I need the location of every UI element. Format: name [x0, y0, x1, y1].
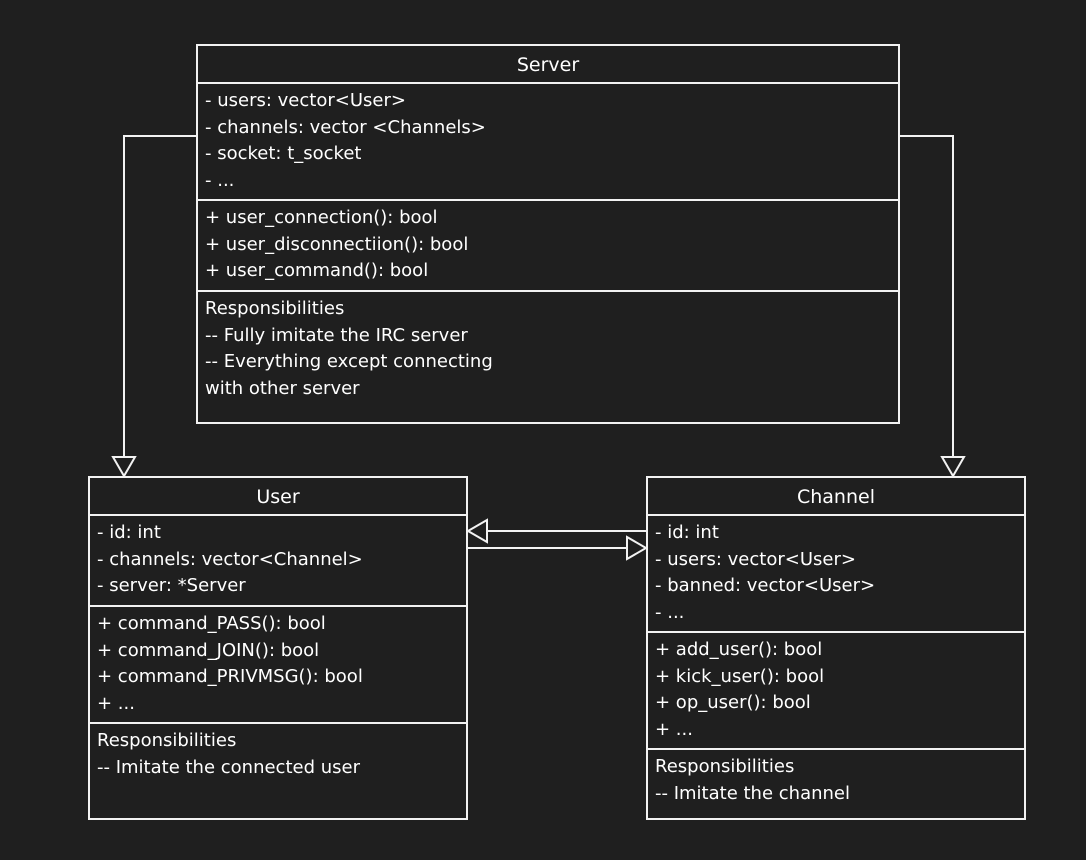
channel-responsibility: -- Imitate the channel	[655, 782, 850, 804]
server-to-user-edge[interactable]	[123, 135, 197, 458]
server-responsibilities: Responsibilities -- Fully imitate the IR…	[198, 292, 898, 408]
user-class-name: User	[90, 478, 466, 516]
server-attributes: - users: vector<User> - channels: vector…	[198, 84, 898, 201]
server-methods: + user_connection(): bool + user_disconn…	[198, 201, 898, 292]
user-class[interactable]: User - id: int - channels: vector<Channe…	[88, 476, 468, 820]
channel-class[interactable]: Channel - id: int - users: vector<User> …	[646, 476, 1026, 820]
channel-method: + ...	[655, 718, 693, 740]
channel-attribute: - users: vector<User>	[655, 548, 856, 570]
channel-method: + kick_user(): bool	[655, 665, 825, 687]
server-attribute: - channels: vector <Channels>	[205, 116, 486, 138]
server-method: + user_command(): bool	[205, 260, 429, 281]
user-attributes: - id: int - channels: vector<Channel> - …	[90, 516, 466, 607]
server-responsibility: -- Everything except connecting	[205, 351, 493, 372]
user-method: + command_PASS(): bool	[97, 613, 326, 634]
channel-class-name: Channel	[648, 478, 1024, 516]
server-responsibility: -- Fully imitate the IRC server	[205, 324, 468, 346]
user-method: + command_JOIN(): bool	[97, 639, 320, 661]
user-attribute: - server: *Server	[97, 575, 246, 596]
server-responsibility: with other server	[205, 377, 360, 399]
channel-attribute: - ...	[655, 601, 685, 623]
channel-attribute: - id: int	[655, 522, 719, 543]
channel-methods: + add_user(): bool + kick_user(): bool +…	[648, 633, 1024, 750]
user-method: + ...	[97, 692, 135, 714]
channel-method: + op_user(): bool	[655, 692, 811, 713]
user-responsibility: -- Imitate the connected user	[97, 756, 360, 778]
user-attribute: - channels: vector<Channel>	[97, 548, 363, 570]
server-class-name: Server	[198, 46, 898, 84]
user-method: + command_PRIVMSG(): bool	[97, 666, 363, 687]
user-methods: + command_PASS(): bool + command_JOIN():…	[90, 607, 466, 724]
user-to-channel-arrowhead	[626, 535, 648, 561]
responsibilities-heading: Responsibilities	[205, 298, 345, 319]
channel-attributes: - id: int - users: vector<User> - banned…	[648, 516, 1024, 633]
server-to-channel-edge[interactable]	[899, 135, 954, 458]
channel-method: + add_user(): bool	[655, 639, 823, 660]
server-class[interactable]: Server - users: vector<User> - channels:…	[196, 44, 900, 424]
server-to-user-arrowhead	[111, 456, 137, 478]
channel-attribute: - banned: vector<User>	[655, 575, 876, 596]
user-responsibilities: Responsibilities -- Imitate the connecte…	[90, 724, 466, 787]
server-method: + user_connection(): bool	[205, 207, 438, 228]
responsibilities-heading: Responsibilities	[97, 730, 237, 751]
server-to-channel-arrowhead	[940, 456, 966, 478]
server-attribute: - ...	[205, 169, 235, 191]
server-method: + user_disconnectiion(): bool	[205, 233, 469, 255]
server-attribute: - users: vector<User>	[205, 90, 406, 111]
server-attribute: - socket: t_socket	[205, 143, 362, 164]
user-attribute: - id: int	[97, 522, 161, 543]
responsibilities-heading: Responsibilities	[655, 756, 795, 777]
channel-to-user-arrowhead	[466, 518, 488, 544]
channel-responsibilities: Responsibilities -- Imitate the channel	[648, 750, 1024, 813]
